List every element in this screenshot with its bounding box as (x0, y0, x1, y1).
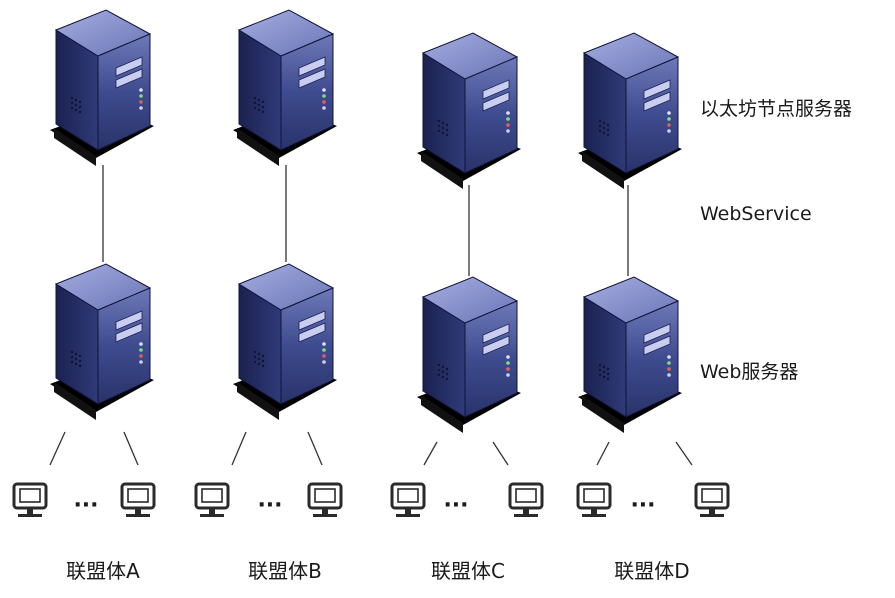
monitor-icon (307, 482, 343, 519)
web-server-d (577, 276, 683, 434)
group-label-b: 联盟体B (248, 559, 322, 583)
servers-layer (49, 9, 683, 434)
web-server-b (232, 263, 338, 421)
web-server-c (416, 276, 522, 434)
webservice-label: WebService (700, 203, 812, 225)
top-tier-label: 以太坊节点服务器 (700, 98, 853, 120)
group-label-a: 联盟体A (66, 559, 140, 583)
ellipsis-c: ··· (443, 493, 468, 518)
client-link-b-1 (231, 431, 247, 466)
client-link-c-1 (423, 441, 438, 466)
ellipsis-d: ··· (630, 493, 655, 518)
monitor-icon (194, 482, 230, 519)
monitor-icon (120, 482, 156, 519)
ellipsis-b: ··· (257, 493, 282, 518)
ethereum-node-server-b (232, 9, 338, 167)
clients-layer: ··· ··· ··· ··· (12, 482, 730, 519)
ethereum-node-server-c (416, 32, 522, 190)
ellipsis-a: ··· (73, 493, 98, 518)
monitor-icon (390, 482, 426, 519)
web-server-a (49, 263, 155, 421)
monitor-icon (694, 482, 730, 519)
connectors-layer (49, 165, 693, 466)
client-link-d-1 (596, 441, 610, 466)
group-label-d: 联盟体D (614, 559, 690, 583)
group-label-c: 联盟体C (431, 559, 505, 583)
monitor-icon (12, 482, 48, 519)
ethereum-node-server-d (577, 32, 683, 190)
monitor-icon (508, 482, 544, 519)
client-link-b-2 (307, 431, 323, 466)
client-link-c-2 (492, 441, 509, 466)
client-link-a-1 (49, 431, 66, 466)
client-link-a-2 (123, 431, 139, 466)
monitor-icon (576, 482, 612, 519)
client-link-d-2 (675, 441, 693, 466)
bottom-tier-label: Web服务器 (700, 361, 799, 383)
ethereum-node-server-a (49, 9, 155, 167)
